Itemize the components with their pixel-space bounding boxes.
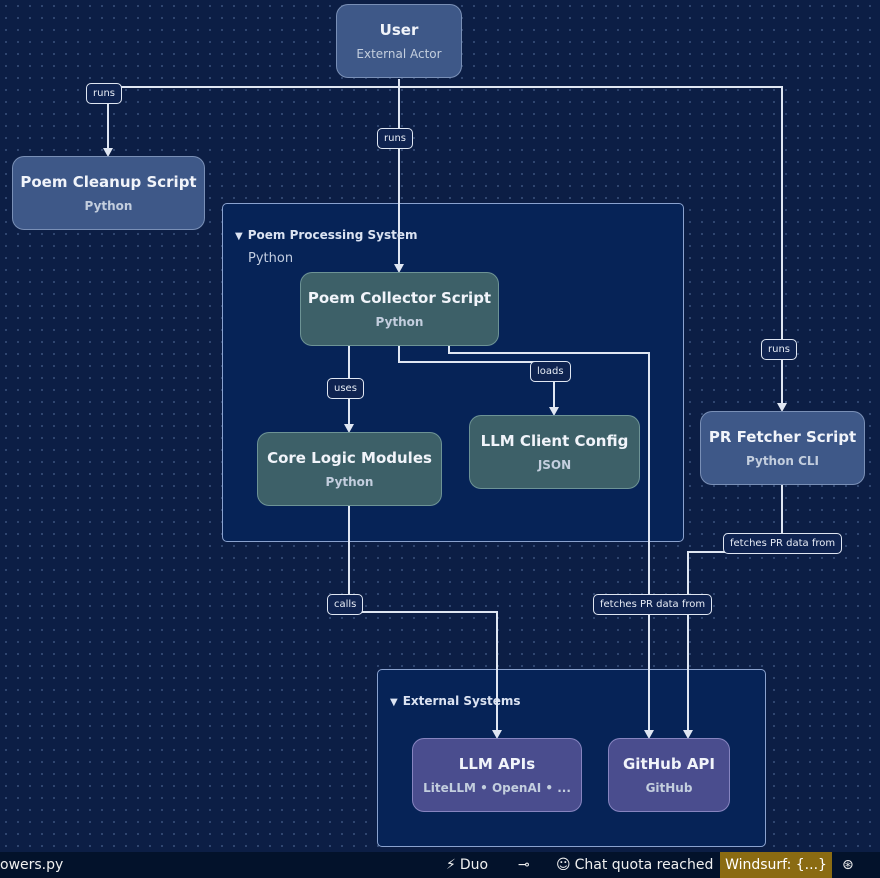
node-subtitle: Python — [375, 315, 424, 329]
node-poem-collector-script[interactable]: Poem Collector Script Python — [300, 272, 499, 346]
edge-user-cleanup — [107, 86, 399, 150]
edge-label-runs: runs — [377, 128, 413, 149]
node-github-api[interactable]: GitHub API GitHub — [608, 738, 730, 812]
group-title: Poem Processing System — [247, 228, 418, 242]
collapse-triangle-icon[interactable]: ▼ — [235, 231, 243, 242]
edge-label-fetches-pr-data: fetches PR data from — [593, 594, 713, 615]
node-llm-client-config[interactable]: LLM Client Config JSON — [469, 415, 640, 489]
group-header[interactable]: ▼ External Systems — [390, 694, 521, 708]
node-title: Poem Collector Script — [307, 289, 492, 307]
node-title: LLM Client Config — [480, 432, 629, 450]
node-subtitle: LiteLLM • OpenAI • ... — [423, 781, 571, 795]
edge-label-runs: runs — [761, 339, 797, 360]
node-llm-apis[interactable]: LLM APIs LiteLLM • OpenAI • ... — [412, 738, 582, 812]
status-duo-label: Duo — [459, 857, 489, 873]
node-title: User — [379, 21, 419, 39]
edge-label-fetches-pr-data: fetches PR data from — [723, 533, 843, 554]
edge-label-runs: runs — [86, 83, 122, 104]
status-commit-icon[interactable]: ⊸ — [518, 857, 530, 873]
copilot-icon: ☺ — [556, 857, 571, 873]
group-subtitle: Python — [248, 251, 294, 266]
status-remote-icon[interactable]: ⊛ — [842, 857, 854, 873]
group-title: External Systems — [402, 694, 521, 708]
node-title: LLM APIs — [458, 755, 536, 773]
status-bar: owers.py ⚡Duo ⊸ ☺Chat quota reached Wind… — [0, 852, 880, 878]
node-core-logic-modules[interactable]: Core Logic Modules Python — [257, 432, 442, 506]
group-header[interactable]: ▼ Poem Processing System — [235, 228, 417, 242]
duo-wand-icon: ⚡ — [446, 857, 456, 873]
status-duo[interactable]: ⚡Duo — [446, 852, 488, 878]
status-file-name[interactable]: owers.py — [0, 857, 64, 873]
node-subtitle: Python CLI — [745, 454, 819, 468]
node-pr-fetcher-script[interactable]: PR Fetcher Script Python CLI — [700, 411, 865, 485]
node-title: Poem Cleanup Script — [20, 173, 197, 191]
status-chat-quota-label: Chat quota reached — [574, 857, 714, 873]
edge-label-uses: uses — [327, 378, 364, 399]
node-poem-cleanup-script[interactable]: Poem Cleanup Script Python — [12, 156, 205, 230]
node-subtitle: JSON — [537, 458, 572, 472]
collapse-triangle-icon[interactable]: ▼ — [390, 697, 398, 708]
diagram-canvas: ▼ Poem Processing System Python ▼ External… — [12, 4, 865, 847]
node-title: GitHub API — [623, 755, 715, 773]
node-subtitle: External Actor — [356, 47, 442, 61]
edge-label-loads: loads — [530, 361, 571, 382]
node-user[interactable]: User External Actor — [336, 4, 462, 78]
node-title: PR Fetcher Script — [708, 428, 857, 446]
node-subtitle: Python — [84, 199, 133, 213]
status-windsurf[interactable]: Windsurf: {...} — [720, 852, 832, 878]
edge-label-calls: calls — [327, 594, 364, 615]
node-title: Core Logic Modules — [267, 449, 432, 467]
status-chat-quota[interactable]: ☺Chat quota reached — [556, 852, 713, 878]
node-subtitle: GitHub — [645, 781, 693, 795]
node-subtitle: Python — [325, 475, 374, 489]
